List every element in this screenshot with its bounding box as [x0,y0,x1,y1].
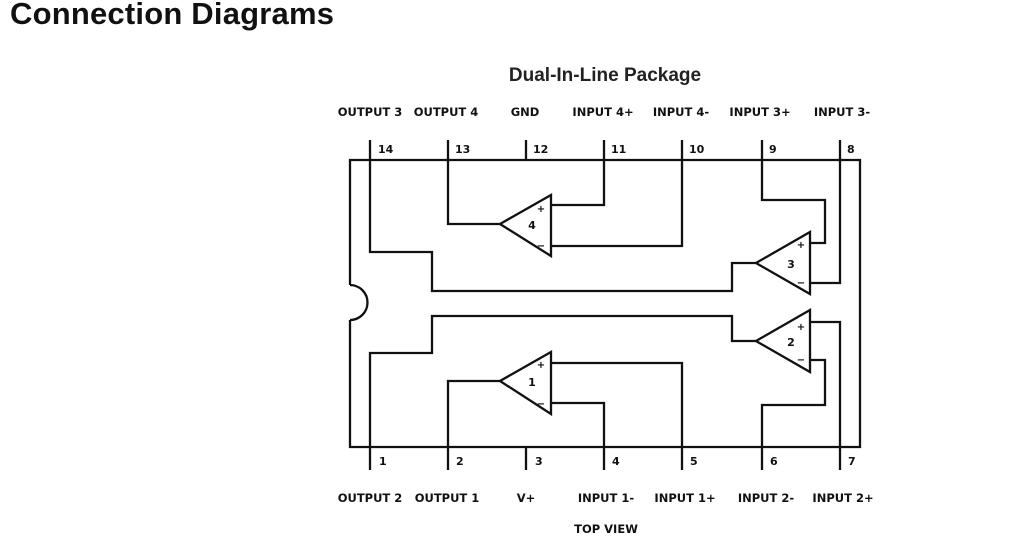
pin-label: OUTPUT 1 [415,491,480,505]
pin-number: 7 [848,455,856,468]
pin-label: INPUT 3+ [729,105,790,119]
pin-number: 1 [379,455,387,468]
pin-number: 13 [455,143,470,156]
pin-label: INPUT 3- [814,105,871,119]
amp-3-minus: − [797,278,805,289]
pin-number: 14 [378,143,394,156]
amp-1-label: 1 [528,376,536,389]
pin-number: 11 [611,143,626,156]
pin-label: OUTPUT 4 [414,105,479,119]
amp-2-plus: + [797,322,805,333]
pin-label: V+ [517,491,536,505]
pin-number: 5 [690,455,698,468]
pin-label: INPUT 2+ [812,491,873,505]
amp-3-label: 3 [787,258,795,271]
pin-number: 10 [689,143,705,156]
internal-wiring [368,160,842,447]
package-notch [349,283,369,322]
pin-label: GND [511,105,540,119]
pin-label: INPUT 4+ [572,105,633,119]
op-amp-1: + − 1 [497,350,553,417]
pin-label: INPUT 1+ [654,491,715,505]
op-amp-3: + − 3 [753,230,812,296]
amp-2-minus: − [797,355,805,366]
pin-label: INPUT 2- [738,491,795,505]
pin-number: 8 [847,143,855,156]
package-outline [348,158,862,449]
op-amp-4: + − 4 [497,193,553,259]
op-amp-2: + − 2 [753,308,812,374]
pin-leads [368,140,842,470]
pin-number: 3 [535,455,543,468]
pin-label: INPUT 1- [578,491,635,505]
package-title: Dual-In-Line Package [509,65,701,86]
top-view-label: TOP VIEW [574,522,638,536]
pin-number: 12 [533,143,548,156]
amp-3-plus: + [797,240,805,251]
amp-1-plus: + [537,360,545,371]
pin-number: 9 [769,143,777,156]
pin-number: 6 [770,455,778,468]
pin-label: OUTPUT 3 [338,105,403,119]
pin-number: 4 [612,455,620,468]
amp-4-plus: + [537,204,545,215]
amp-1-minus: − [537,399,545,410]
pin-label: OUTPUT 2 [338,491,403,505]
pin-label: INPUT 4- [653,105,710,119]
amp-4-minus: − [537,241,545,252]
amp-2-label: 2 [787,336,795,349]
pin-number: 2 [456,455,464,468]
page-title: Connection Diagrams [10,0,335,31]
amp-4-label: 4 [528,219,536,232]
